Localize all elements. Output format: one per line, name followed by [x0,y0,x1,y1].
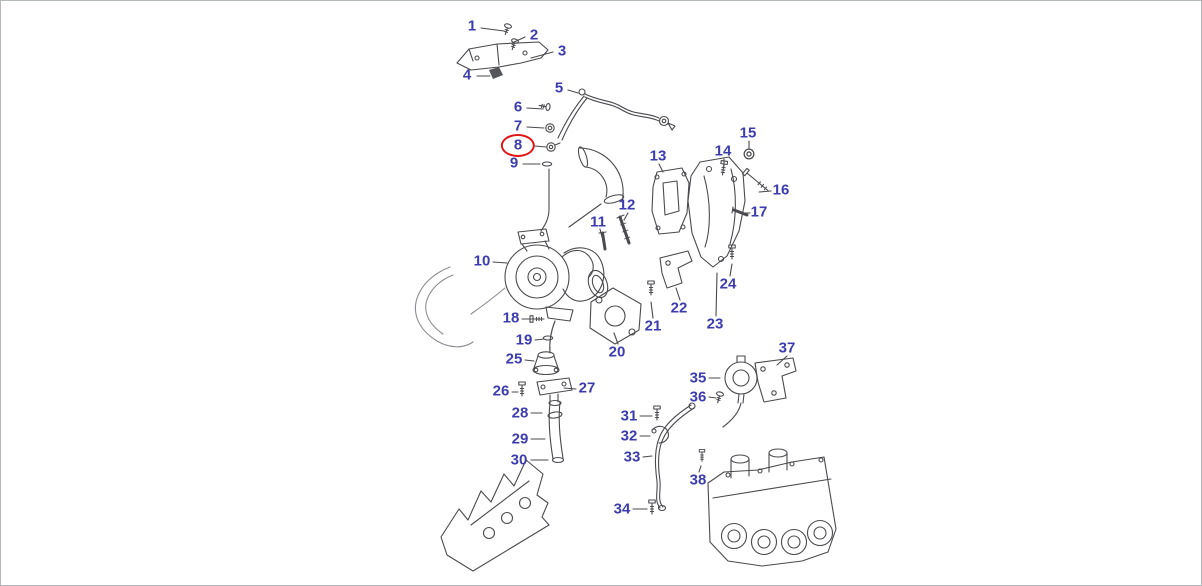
part-callout-19[interactable]: 19 [515,331,533,349]
part-callout-35[interactable]: 35 [689,369,707,387]
part-callout-33[interactable]: 33 [623,448,641,466]
part-callout-30[interactable]: 30 [510,451,528,469]
part-callout-22[interactable]: 22 [670,299,688,317]
clamp-32 [651,425,669,444]
part-callout-9[interactable]: 9 [509,154,519,172]
part-callout-38[interactable]: 38 [689,471,707,489]
part-callout-3[interactable]: 3 [557,42,567,60]
part-callout-2[interactable]: 2 [529,26,539,44]
part-callout-17[interactable]: 17 [750,203,768,221]
part-callout-24[interactable]: 24 [719,275,737,293]
outlet-gasket [589,287,642,345]
part-callout-20[interactable]: 20 [608,343,626,361]
actuator-assembly [713,355,797,428]
part-callout-5[interactable]: 5 [554,79,564,97]
part-callout-10[interactable]: 10 [473,252,491,270]
exhaust-manifold [440,459,550,572]
part-callout-8[interactable]: 8 [511,136,525,155]
manifold-heat-shield [687,148,769,268]
turbine-inlet-gasket [651,167,690,235]
clip-4 [489,67,503,79]
part-callout-14[interactable]: 14 [714,142,732,160]
part-callout-26[interactable]: 26 [492,382,510,400]
part-callout-13[interactable]: 13 [649,147,667,165]
part-callout-31[interactable]: 31 [620,407,638,425]
part-callout-18[interactable]: 18 [502,309,520,327]
exhaust-pipe-outline [414,266,506,348]
part-callout-6[interactable]: 6 [513,98,523,116]
leader-lines [476,27,788,510]
oil-drain-assembly [518,351,573,464]
studs [598,214,631,251]
part-callout-15[interactable]: 15 [739,124,757,142]
part-callout-1[interactable]: 1 [467,17,477,35]
part-callout-34[interactable]: 34 [613,500,631,518]
bracket-22 [647,250,693,296]
long-bolt-16 [741,167,769,192]
part-callout-12[interactable]: 12 [618,196,636,214]
part-callout-28[interactable]: 28 [511,404,529,422]
part-callout-11[interactable]: 11 [590,213,606,231]
water-pipe [648,402,706,515]
turbocharger [504,228,609,354]
intake-manifold [707,448,837,567]
part-callout-32[interactable]: 32 [620,427,638,445]
part-callout-37[interactable]: 37 [778,339,796,357]
part-callout-27[interactable]: 27 [578,379,596,397]
part-callout-23[interactable]: 23 [706,315,724,333]
part-callout-36[interactable]: 36 [689,388,707,406]
part-callout-7[interactable]: 7 [513,117,523,135]
part-callout-16[interactable]: 16 [772,181,790,199]
part-callout-21[interactable]: 21 [644,317,662,335]
air-elbow-hose [568,146,625,228]
part-callout-25[interactable]: 25 [505,350,523,368]
upper-heat-shield [456,22,549,79]
part-callout-29[interactable]: 29 [511,430,529,448]
banjo-fitting-8 [546,142,561,152]
part-callout-4[interactable]: 4 [462,66,472,84]
stud-17 [731,206,749,217]
